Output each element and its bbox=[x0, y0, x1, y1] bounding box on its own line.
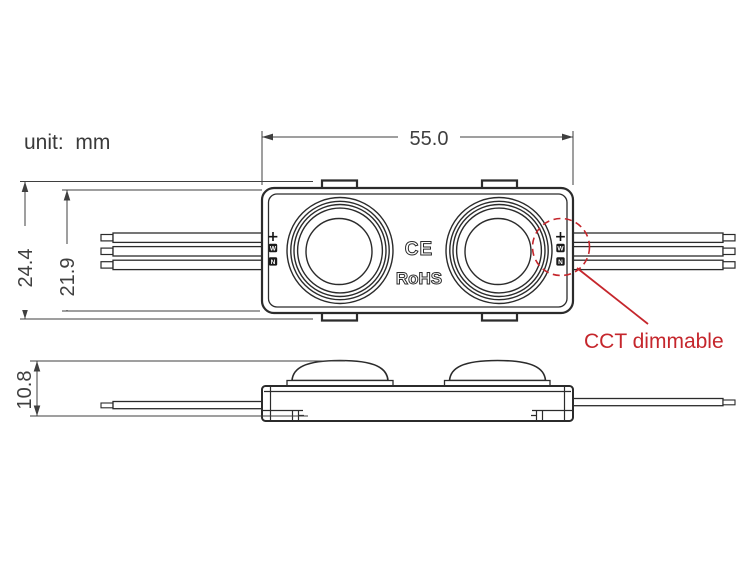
wire-tip bbox=[100, 233, 114, 242]
module-face bbox=[267, 193, 568, 308]
mount-tab bbox=[320, 313, 359, 322]
top-view: CE RoHS + W N + W N bbox=[100, 179, 736, 322]
wire-right-group bbox=[572, 232, 736, 271]
wire-left-group bbox=[100, 232, 263, 271]
leader-line bbox=[576, 267, 649, 325]
lens-left bbox=[286, 196, 394, 305]
marker-chip bbox=[268, 257, 278, 266]
wire bbox=[112, 259, 263, 271]
dimension-width-55: 55.0 bbox=[261, 126, 574, 185]
wire bbox=[571, 397, 724, 407]
neutral-marker: N bbox=[558, 259, 563, 266]
neutral-marker: N bbox=[271, 259, 276, 266]
dimension-side-height-108: 10.8 bbox=[14, 360, 345, 417]
marker-chip bbox=[268, 243, 278, 253]
wire bbox=[572, 245, 724, 257]
ce-mark: CE bbox=[405, 239, 433, 260]
wire-tip bbox=[100, 402, 114, 409]
wire-tip bbox=[722, 399, 736, 406]
wire-markers-right: + W N bbox=[555, 229, 567, 266]
dome-lens-left bbox=[291, 359, 389, 382]
wire-markers-left: + W N bbox=[267, 229, 279, 266]
module-body-side bbox=[261, 385, 574, 422]
wire bbox=[112, 232, 263, 244]
wire bbox=[112, 400, 264, 410]
cct-dimmable-label: CCT dimmable bbox=[584, 330, 724, 353]
marker-chip bbox=[556, 257, 565, 266]
wire-tip bbox=[722, 233, 736, 242]
wire bbox=[112, 245, 263, 257]
wire-tip bbox=[100, 247, 114, 256]
wire-tip bbox=[100, 261, 114, 269]
mount-tab bbox=[320, 179, 359, 188]
clip-right bbox=[531, 409, 573, 421]
width-dim-label: 55.0 bbox=[410, 128, 449, 150]
lens-right bbox=[445, 196, 553, 305]
plus-marker: + bbox=[555, 229, 567, 245]
marker-chip bbox=[556, 243, 565, 253]
side-height-dim-label: 10.8 bbox=[14, 371, 36, 410]
mount-tab bbox=[480, 179, 519, 188]
mount-tab bbox=[480, 313, 519, 322]
unit-label: unit: mm bbox=[24, 131, 110, 154]
dome-lens-right bbox=[448, 359, 547, 382]
cct-annotation: CCT dimmable bbox=[531, 217, 724, 353]
wire bbox=[572, 232, 724, 244]
warm-marker: W bbox=[270, 245, 277, 252]
dimension-overall-height-244: 24.4 bbox=[14, 181, 313, 320]
dimension-body-height-219: 21.9 bbox=[56, 189, 262, 312]
highlight-dashed-circle bbox=[531, 217, 591, 277]
rohs-mark: RoHS bbox=[396, 269, 442, 288]
body-height-dim-label: 21.9 bbox=[57, 258, 79, 297]
plus-marker: + bbox=[267, 229, 279, 245]
wire-tip bbox=[722, 247, 736, 256]
wire-tip bbox=[722, 261, 736, 269]
wire bbox=[572, 259, 724, 271]
warm-marker: W bbox=[557, 245, 564, 252]
side-view bbox=[100, 359, 736, 422]
overall-height-dim-label: 24.4 bbox=[15, 249, 37, 288]
